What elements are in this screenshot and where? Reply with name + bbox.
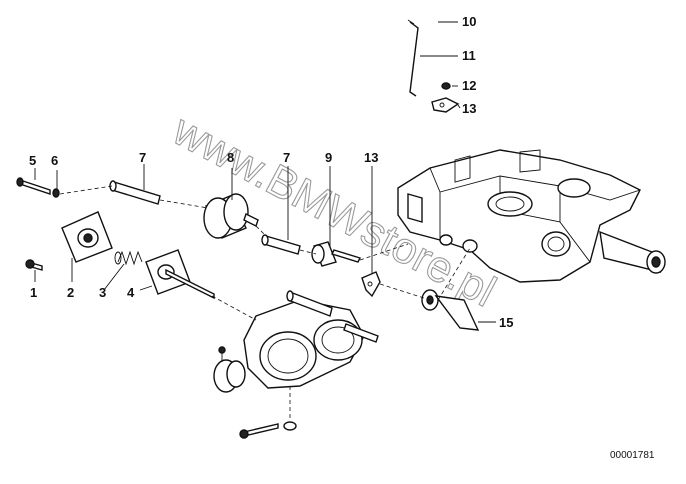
drawing-number: 00001781 [610, 450, 655, 461]
callout-4: 4 [127, 285, 135, 300]
callout-5: 5 [29, 153, 36, 168]
vacuum-capsule-8 [203, 193, 259, 239]
bolt-5 [16, 177, 51, 195]
callout-labels: 5 6 1 2 3 4 7 8 7 9 13 10 11 12 13 15 [29, 14, 513, 330]
callout-10: 10 [462, 14, 476, 29]
sleeve-7b [261, 234, 301, 255]
washer-6 [52, 188, 60, 198]
leader-lines [34, 21, 496, 323]
linkage-rod [407, 19, 460, 113]
callout-7b: 7 [283, 150, 290, 165]
callout-8: 8 [227, 150, 234, 165]
lever-15 [421, 289, 480, 331]
cover-plate-2 [61, 211, 113, 263]
diaphragm-plate-4 [145, 249, 215, 300]
callout-3: 3 [99, 285, 106, 300]
callout-2: 2 [67, 285, 74, 300]
carburetor-body [397, 149, 666, 283]
callout-1: 1 [30, 285, 37, 300]
callout-14: 13 [364, 150, 378, 165]
callout-9: 9 [325, 150, 332, 165]
sleeve-7a [109, 180, 161, 205]
callout-6: 6 [51, 153, 58, 168]
callout-13: 13 [462, 101, 476, 116]
piston-9 [311, 241, 361, 267]
callout-15: 15 [499, 315, 513, 330]
callout-12: 12 [462, 78, 476, 93]
screw-1 [25, 259, 43, 271]
callout-7a: 7 [139, 150, 146, 165]
clip-14 [361, 271, 381, 298]
throttle-housing [213, 290, 379, 439]
spring-3 [114, 250, 143, 266]
alignment-lines [59, 185, 471, 418]
callout-11: 11 [462, 48, 476, 63]
